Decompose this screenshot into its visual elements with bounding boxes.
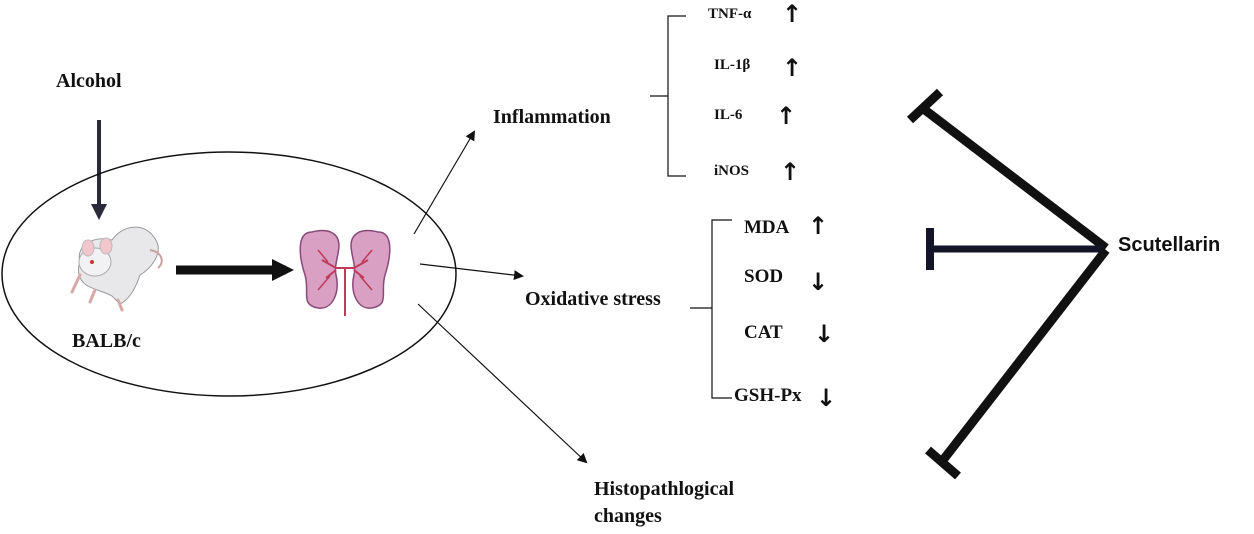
marker-tnf: TNF-α <box>708 6 752 22</box>
mouse-strain-label: BALB/c <box>72 330 141 352</box>
scutellarin-inhibition <box>906 88 1110 480</box>
mouse-icon <box>70 226 163 312</box>
alcohol-label: Alcohol <box>56 70 122 92</box>
marker-il1b: IL-1β <box>714 57 751 73</box>
up-arrow-icon: ↑ <box>782 54 803 82</box>
down-arrow-icon: ↓ <box>808 268 829 296</box>
kidneys-icon <box>299 229 391 316</box>
marker-sod: SOD <box>744 266 784 287</box>
inflammation-label: Inflammation <box>493 106 611 128</box>
arrow-to-oxidative-stress <box>419 263 524 281</box>
marker-mda: MDA <box>744 217 790 238</box>
oxidative-stress-label: Oxidative stress <box>525 288 661 310</box>
marker-cat: CAT <box>744 322 783 343</box>
up-arrow-icon: ↑ <box>780 158 801 186</box>
scutellarin-label: Scutellarin <box>1118 234 1221 256</box>
arrow-to-histopathology <box>417 303 588 464</box>
histopathology-label-line2: changes <box>594 505 662 527</box>
histopathology-label-line1: Histopathlogical <box>594 478 735 500</box>
oxidative-brace <box>690 219 732 399</box>
inflammation-brace <box>650 15 686 177</box>
arrow-to-inflammation <box>413 130 476 235</box>
up-arrow-icon: ↑ <box>808 212 829 240</box>
down-arrow-icon: ↓ <box>816 384 837 412</box>
marker-inos: iNOS <box>714 163 750 179</box>
mouse-ellipse <box>1 151 457 397</box>
down-arrow-icon: ↓ <box>814 320 835 348</box>
marker-il6: IL-6 <box>714 107 743 123</box>
up-arrow-icon: ↑ <box>776 102 797 130</box>
up-arrow-icon: ↑ <box>782 0 803 28</box>
marker-gshpx: GSH-Px <box>734 385 802 406</box>
